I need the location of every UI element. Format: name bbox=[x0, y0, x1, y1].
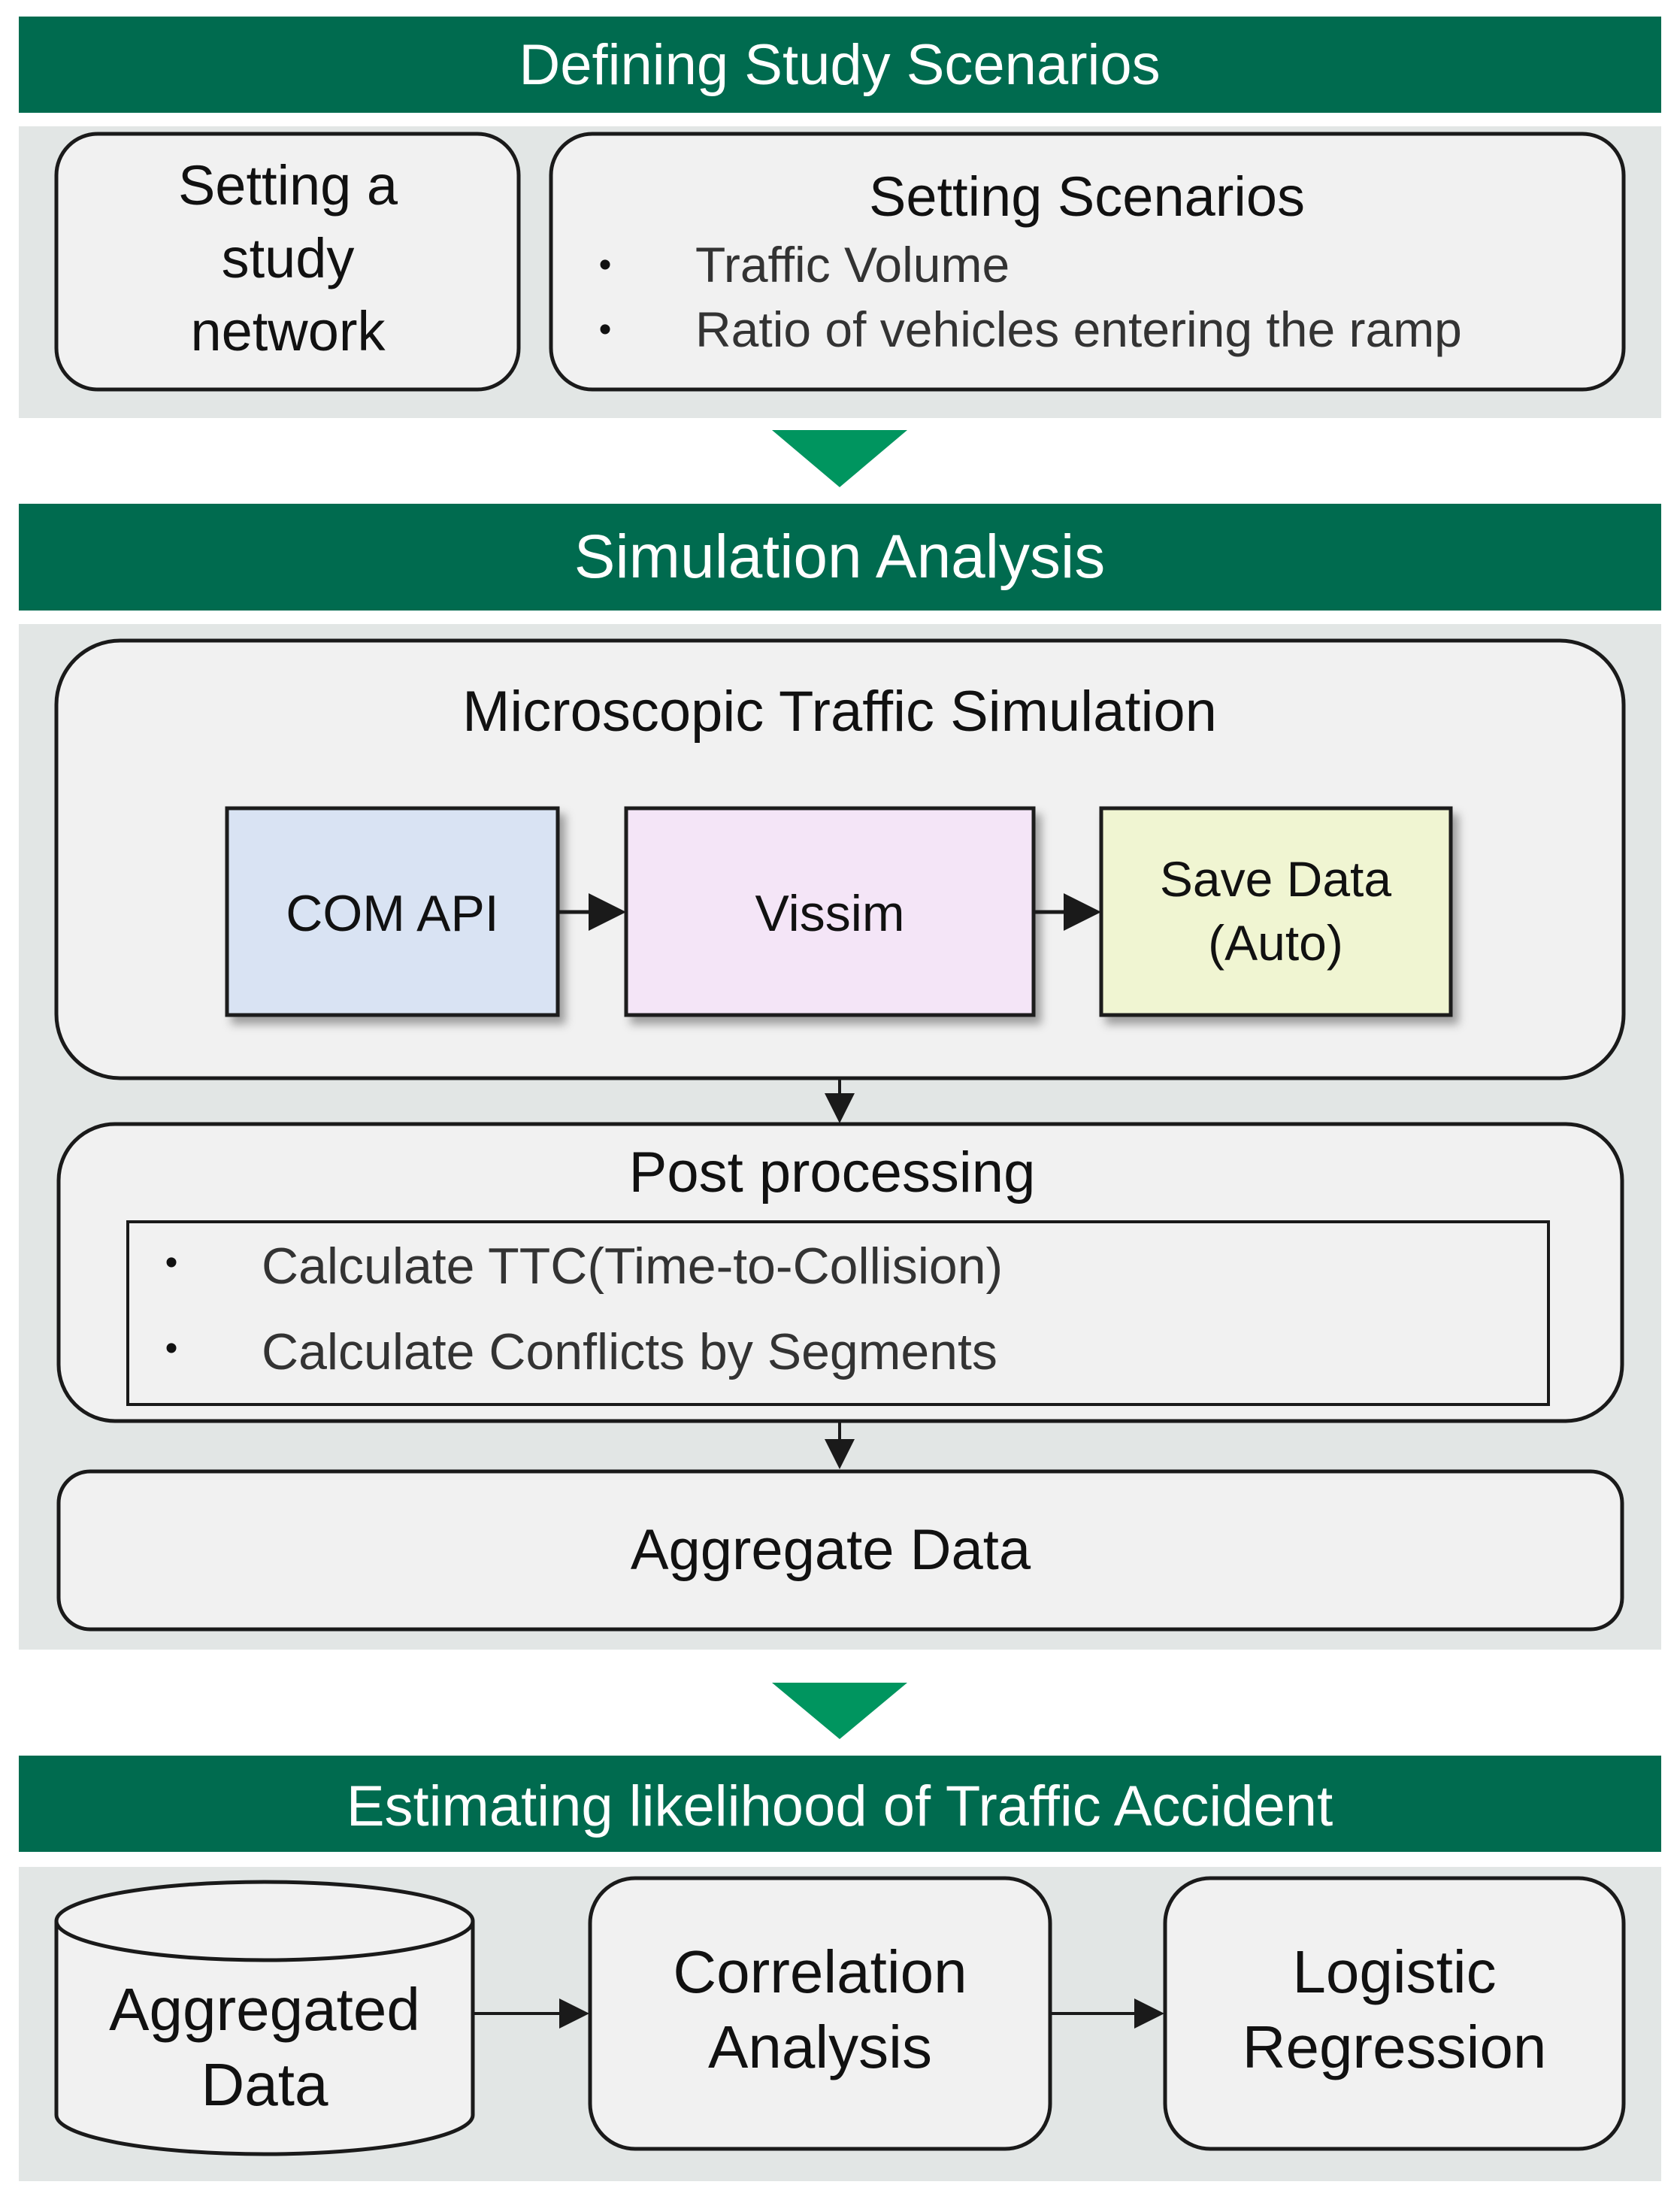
correlation-analysis-line-1: Correlation bbox=[673, 1938, 967, 2005]
logistic-regression-line-2: Regression bbox=[1243, 2014, 1547, 2080]
aggregated-data-cylinder bbox=[54, 1880, 475, 2156]
down-arrow-2 bbox=[772, 1683, 907, 1739]
vissim-label: Vissim bbox=[755, 885, 905, 942]
study-network-line-1: Setting a bbox=[178, 154, 398, 217]
micro-simulation-title: Microscopic Traffic Simulation bbox=[462, 680, 1217, 744]
save-data-line-2: (Auto) bbox=[1208, 915, 1343, 971]
aggregated-data-line-2: Data bbox=[201, 2051, 328, 2118]
com-api-label: COM API bbox=[286, 885, 498, 942]
scenario-bullet-2-glyph: • bbox=[599, 310, 612, 350]
section3-title: Estimating likelihood of Traffic Acciden… bbox=[347, 1774, 1333, 1838]
section2-header bbox=[19, 504, 1661, 611]
section3-header bbox=[19, 1756, 1661, 1852]
section1-title: Defining Study Scenarios bbox=[519, 33, 1160, 97]
logistic-regression-line-1: Logistic bbox=[1292, 1938, 1496, 2005]
scenario-bullet-2: Ratio of vehicles entering the ramp bbox=[695, 301, 1462, 357]
aggregate-data-label: Aggregate Data bbox=[631, 1518, 1031, 1582]
setting-scenarios-box bbox=[549, 132, 1626, 392]
post-bullet-1: Calculate TTC(Time-to-Collision) bbox=[262, 1238, 1003, 1295]
setting-scenarios-title: Setting Scenarios bbox=[869, 165, 1305, 228]
save-data-box bbox=[1099, 806, 1453, 1017]
save-data-line-1: Save Data bbox=[1160, 851, 1391, 907]
scenario-bullet-1: Traffic Volume bbox=[695, 237, 1010, 292]
aggregated-data-line-1: Aggregated bbox=[109, 1976, 420, 2043]
section1-header bbox=[19, 17, 1661, 113]
study-network-line-3: network bbox=[190, 300, 386, 362]
logistic-regression-box bbox=[1163, 1876, 1626, 2151]
scenario-bullet-1-glyph: • bbox=[599, 245, 612, 285]
post-processing-list bbox=[126, 1220, 1550, 1406]
study-network-line-2: study bbox=[222, 227, 355, 289]
section2-title: Simulation Analysis bbox=[574, 523, 1105, 591]
post-processing-title: Post processing bbox=[629, 1141, 1036, 1204]
post-bullet-1-glyph: • bbox=[165, 1243, 178, 1283]
down-arrow-1 bbox=[772, 430, 907, 487]
correlation-analysis-line-2: Analysis bbox=[708, 2014, 932, 2080]
study-network-box bbox=[54, 132, 521, 392]
aggregate-data-box bbox=[56, 1469, 1624, 1632]
post-bullet-2: Calculate Conflicts by Segments bbox=[262, 1323, 997, 1380]
post-bullet-2-glyph: • bbox=[165, 1329, 178, 1368]
